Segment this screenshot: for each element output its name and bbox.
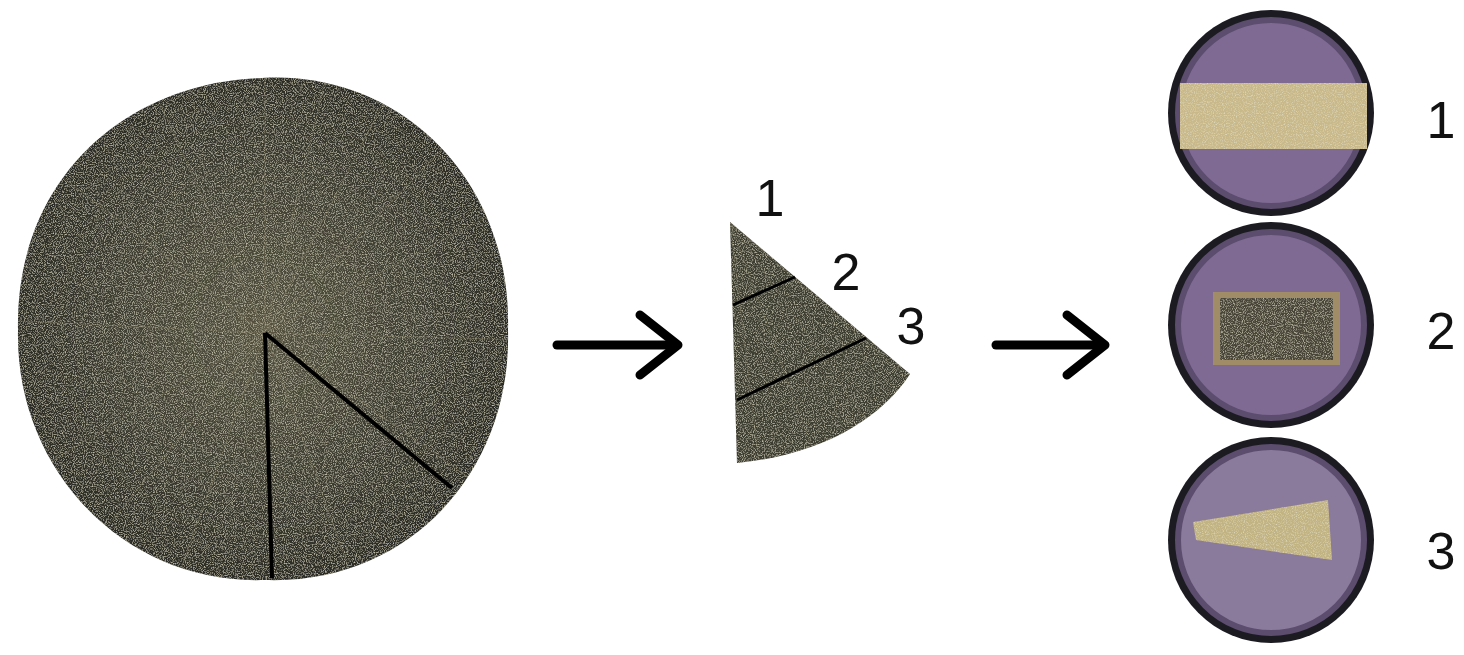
process-arrow [557, 315, 678, 375]
sample-mount [1168, 222, 1374, 428]
callout-number: 3 [1427, 525, 1456, 577]
callout-number: 2 [1427, 305, 1456, 357]
sample-mount [1168, 10, 1374, 216]
sample-mount [1168, 437, 1374, 643]
callout-number: 3 [897, 300, 926, 352]
process-arrow [996, 315, 1105, 375]
cut-wedge [730, 222, 920, 470]
callout-number: 1 [756, 172, 785, 224]
callout-number: 2 [832, 246, 861, 298]
callout-number: 1 [1427, 94, 1456, 146]
pyrite-disc [0, 60, 530, 600]
